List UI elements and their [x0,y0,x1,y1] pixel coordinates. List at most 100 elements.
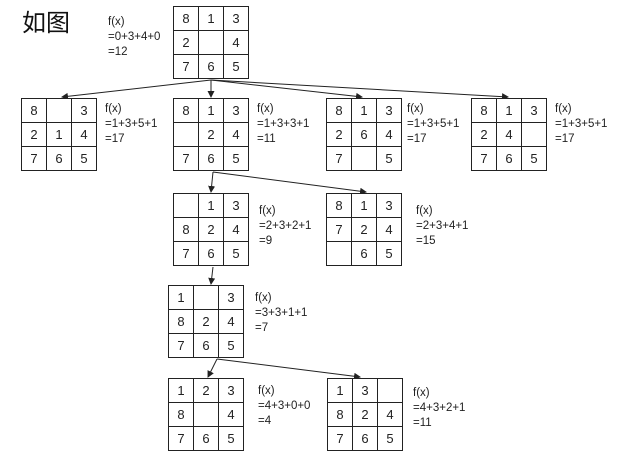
tile: 3 [377,194,402,218]
edge-n7-n8 [207,358,218,378]
tile: 5 [224,147,249,171]
edge-n0-n3 [210,79,363,100]
tile: 7 [327,147,352,171]
blank-tile [194,286,219,310]
tile: 6 [352,242,377,266]
tile: 1 [199,194,224,218]
tile: 6 [199,242,224,266]
heuristic-line: f(x) [416,205,433,217]
tile: 2 [194,310,219,334]
tile: 6 [194,427,219,451]
heuristic-label-n0: f(x)=0+3+4+0=12 [108,15,160,60]
heuristic-line: =15 [416,235,436,247]
tile: 8 [472,99,497,123]
heuristic-line: f(x) [257,103,274,115]
heuristic-label-n2: f(x)=1+3+3+1=11 [257,102,309,147]
heuristic-label-n7: f(x)=3+3+1+1=7 [255,291,307,336]
heuristic-line: =3+3+1+1 [255,307,308,319]
tile: 4 [224,218,249,242]
tile: 4 [72,123,97,147]
tile: 1 [199,7,224,31]
tile: 3 [219,379,244,403]
tile: 2 [327,123,352,147]
tile: 5 [219,427,244,451]
edge-n0-n1 [61,79,212,100]
tile: 7 [169,427,194,451]
tile: 3 [72,99,97,123]
tile: 8 [174,218,199,242]
tile: 8 [22,99,47,123]
tile: 5 [224,242,249,266]
tile: 1 [199,99,224,123]
heuristic-line: =1+3+3+1 [257,118,310,130]
tile: 4 [224,31,249,55]
heuristic-line: =0+3+4+0 [108,31,161,43]
heuristic-line: =17 [105,133,125,145]
tile: 4 [377,123,402,147]
heuristic-label-n8: f(x)=4+3+0+0=4 [258,384,310,429]
heuristic-label-n9: f(x)=4+3+2+1=11 [413,386,465,431]
tile: 6 [194,334,219,358]
blank-tile [352,147,377,171]
tile: 5 [377,242,402,266]
blank-tile [378,379,403,403]
heuristic-line: f(x) [108,16,125,28]
tile: 4 [219,310,244,334]
tile: 5 [219,334,244,358]
heuristic-line: =4+3+0+0 [258,400,311,412]
tile: 5 [522,147,547,171]
tile: 1 [352,99,377,123]
tile: 3 [224,7,249,31]
tile: 6 [199,147,224,171]
blank-tile [522,123,547,147]
heuristic-label-n1: f(x)=1+3+5+1=17 [105,102,157,147]
heuristic-line: =17 [555,133,575,145]
tile: 2 [174,31,199,55]
edge-n2-n5 [208,171,216,193]
tile: 7 [174,55,199,79]
heuristic-line: f(x) [259,205,276,217]
tile: 2 [199,218,224,242]
tile: 5 [224,55,249,79]
tile: 3 [522,99,547,123]
tile: 4 [377,218,402,242]
heuristic-line: =1+3+5+1 [555,118,608,130]
heuristic-line: f(x) [413,387,430,399]
blank-tile [194,403,219,427]
tile: 8 [327,99,352,123]
heuristic-line: =2+3+2+1 [259,220,312,232]
tile: 1 [352,194,377,218]
tile: 4 [497,123,522,147]
tile: 7 [328,427,353,451]
heuristic-line: =4 [258,415,272,427]
heuristic-line: =11 [413,417,432,429]
tile: 8 [174,7,199,31]
tile: 4 [224,123,249,147]
edge-n5-n7 [208,266,216,285]
tile: 4 [378,403,403,427]
tile: 6 [353,427,378,451]
heuristic-line: =2+3+4+1 [416,220,469,232]
tile: 5 [378,427,403,451]
diagram-title: 如图 [22,9,70,37]
tile: 7 [169,334,194,358]
heuristic-line: =9 [259,235,273,247]
tile: 6 [497,147,522,171]
tile: 2 [353,403,378,427]
tile: 2 [194,379,219,403]
edge-n2-n6 [212,171,367,195]
edge-n7-n9 [216,358,361,380]
heuristic-label-n4: f(x) =1+3+5+1 =17 [555,102,607,147]
tile: 1 [47,123,72,147]
tile: 1 [169,379,194,403]
heuristic-line: f(x) [555,103,572,115]
tile: 3 [353,379,378,403]
